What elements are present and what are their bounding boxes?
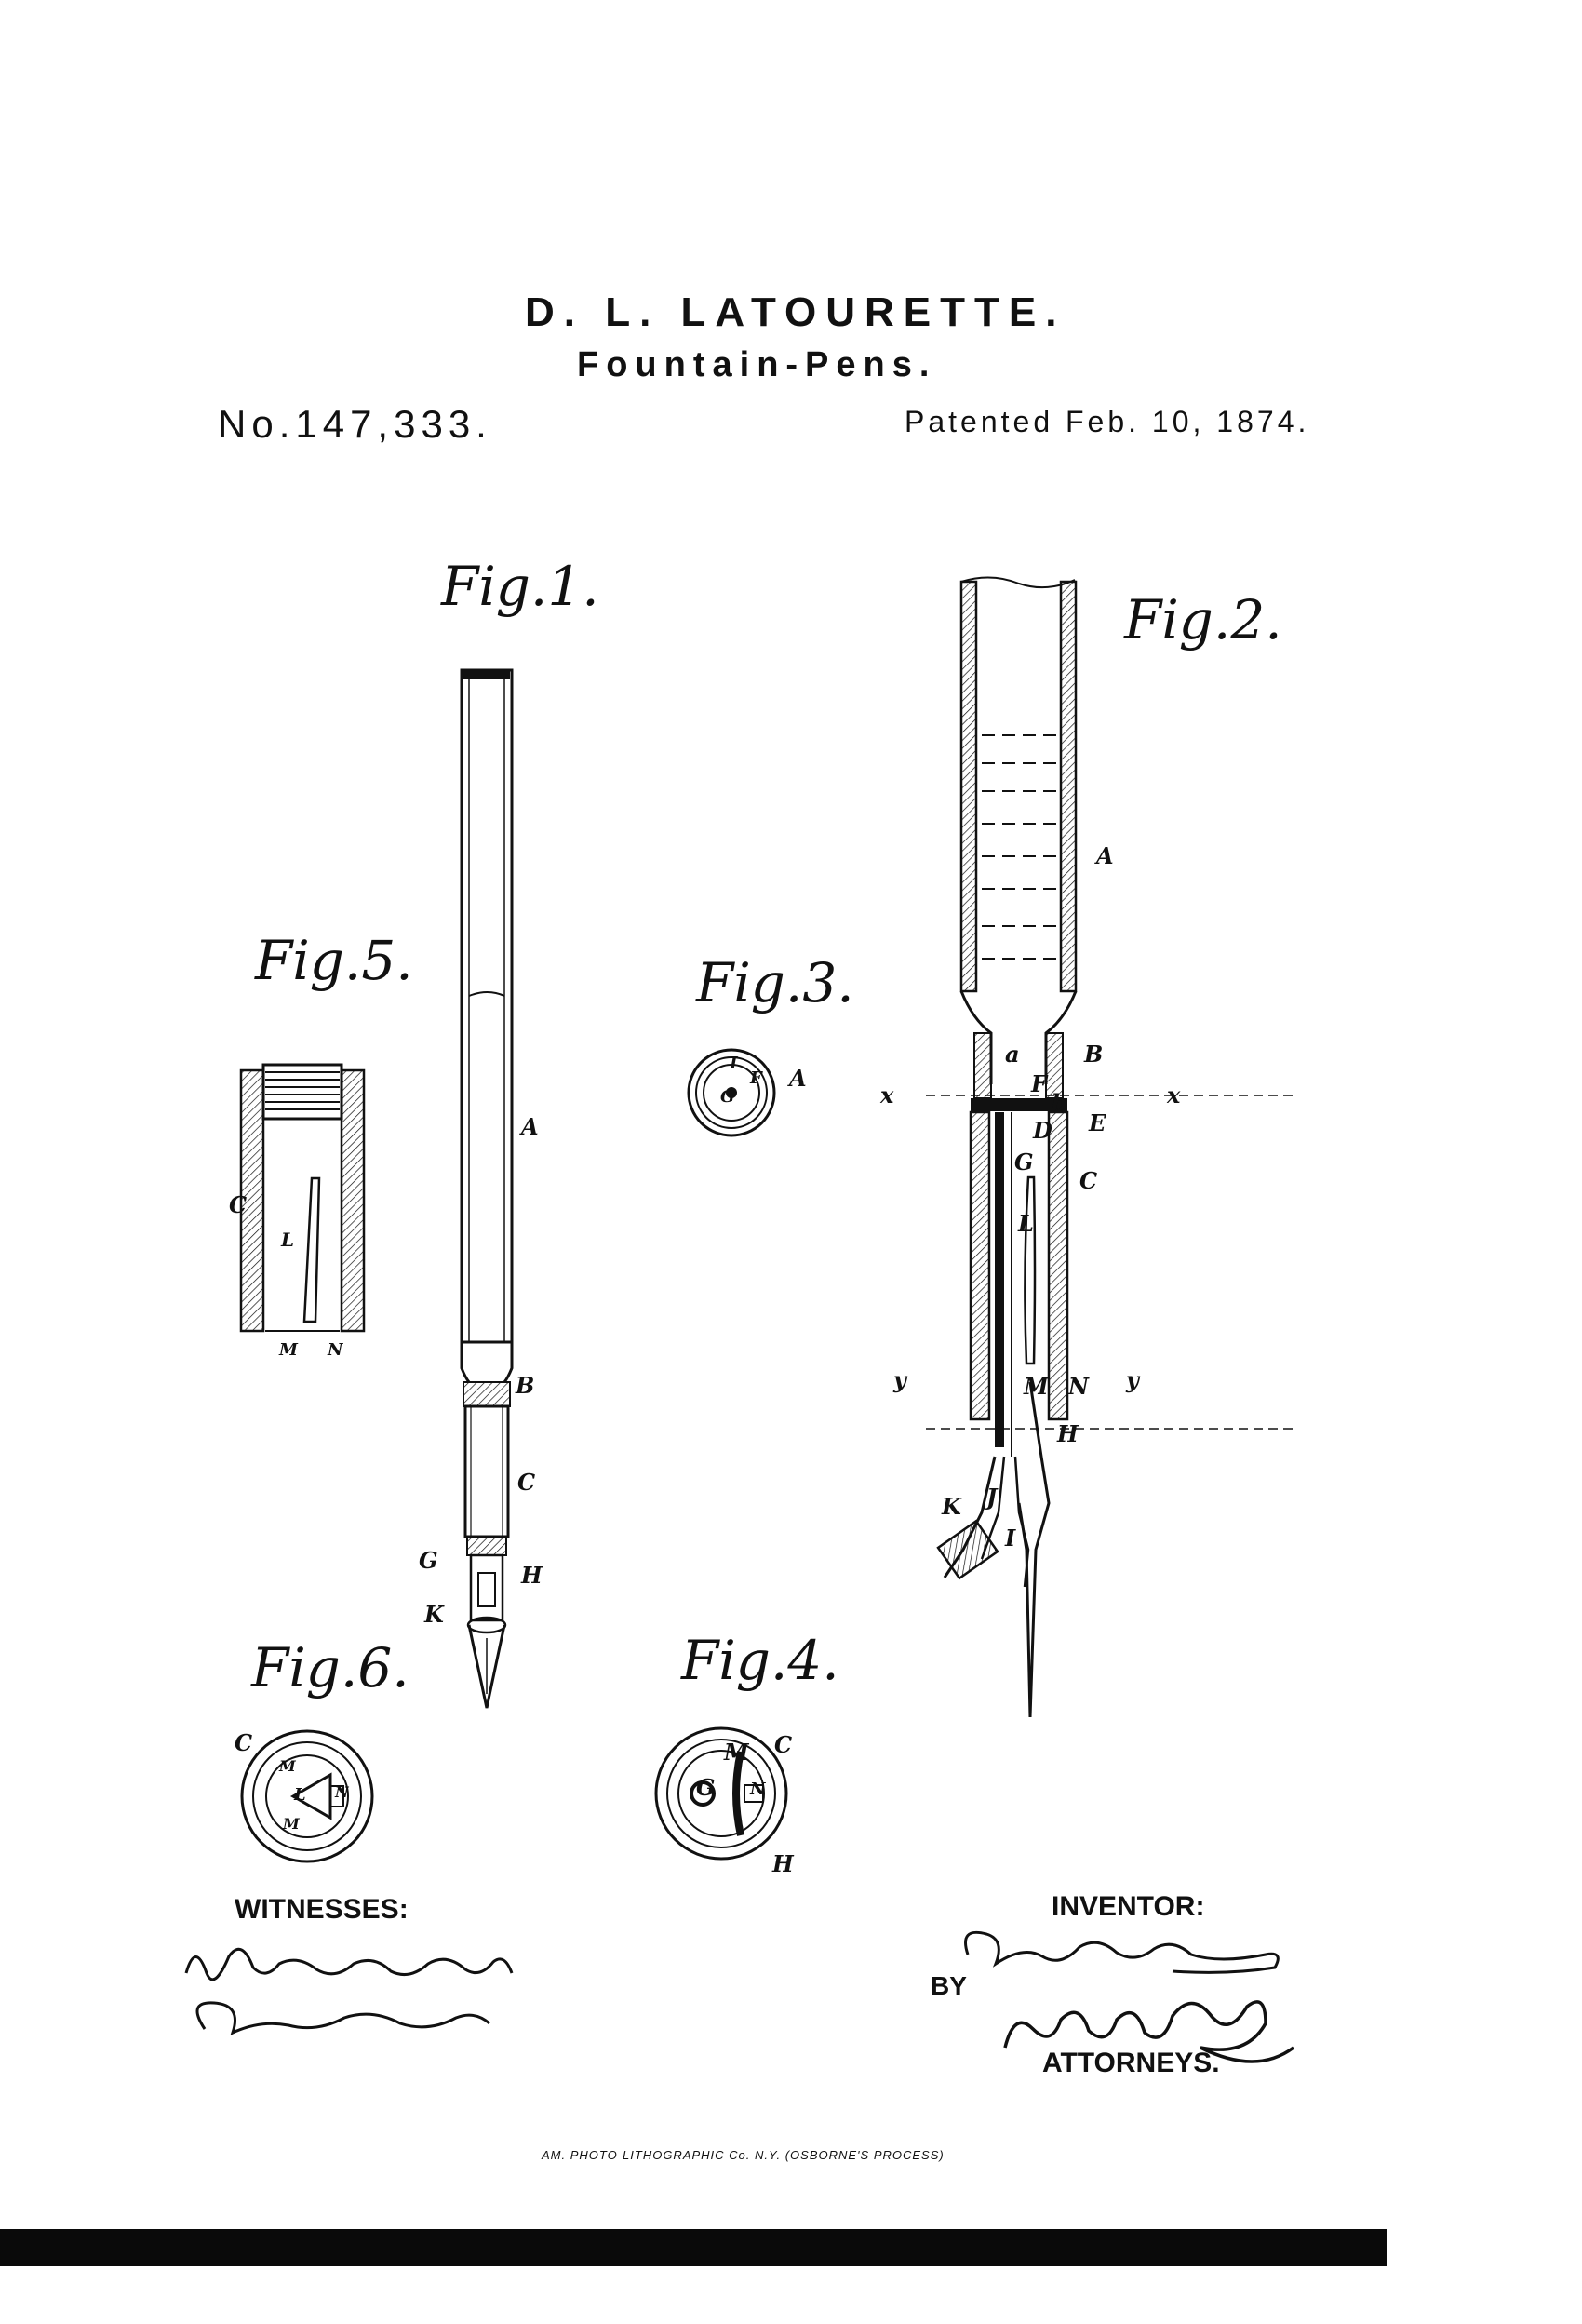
fig4-part-C: C	[774, 1731, 793, 1758]
fig4-drawing	[654, 1726, 788, 1861]
witness-signatures	[184, 1947, 514, 2035]
fig2-part-N: N	[1068, 1373, 1089, 1400]
fig2-part-F: F	[1031, 1070, 1048, 1097]
lithographer-imprint: AM. PHOTO-LITHOGRAPHIC Co. N.Y. (OSBORNE…	[542, 2148, 945, 2162]
fig2-part-D: D	[1033, 1117, 1052, 1144]
fig2-part-H: H	[1057, 1420, 1079, 1447]
fig5-drawing	[239, 1063, 366, 1333]
fig6-part-M1: M	[279, 1757, 296, 1775]
fig2-part-x2: x	[1167, 1081, 1181, 1108]
fig2-part-J: J	[986, 1484, 998, 1511]
fig2-part-C: C	[1079, 1167, 1098, 1194]
inventor-label: INVENTOR:	[1052, 1891, 1205, 1922]
fig2-part-x1: x	[880, 1081, 894, 1108]
fig6-part-M2: M	[283, 1815, 300, 1833]
witnesses-label: WITNESSES:	[235, 1894, 409, 1925]
fig5-part-C: C	[229, 1191, 248, 1218]
fig2-part-a: a	[1005, 1041, 1020, 1068]
fig6-part-L: L	[294, 1785, 306, 1805]
fig1-part-A: A	[521, 1113, 539, 1140]
fig6-part-N: N	[335, 1783, 349, 1801]
fig3-part-F: F	[750, 1068, 762, 1088]
fig1-part-H: H	[521, 1562, 543, 1589]
fig2-part-y1: y	[893, 1366, 906, 1393]
fig2-part-A: A	[1096, 842, 1114, 869]
patent-number: No.147,333.	[218, 402, 492, 446]
fig1-part-G: G	[419, 1547, 438, 1574]
fig3-drawing	[687, 1048, 776, 1137]
fig1-drawing	[460, 668, 514, 1709]
fig4-part-N: N	[750, 1780, 766, 1799]
fig2-part-B: B	[1084, 1041, 1104, 1068]
fig4-part-M: M	[724, 1739, 749, 1766]
patent-date: Patented Feb. 10, 1874.	[905, 405, 1310, 438]
fig2-part-L: L	[1018, 1210, 1034, 1237]
fig2-part-b: b	[1052, 1089, 1067, 1116]
fig4-part-H: H	[772, 1850, 794, 1877]
attorneys-label: ATTORNEYS.	[1042, 2048, 1220, 2078]
fig2-label: Fig.2.	[1124, 588, 1282, 652]
fig5-label: Fig.5.	[255, 929, 413, 992]
fig2-part-G: G	[1014, 1149, 1034, 1175]
fig2-part-M: M	[1024, 1373, 1049, 1400]
by-label: BY	[931, 1971, 967, 2000]
fig2-part-I: I	[1005, 1525, 1016, 1552]
bottom-scan-bar	[0, 2229, 1387, 2266]
fig1-label: Fig.1.	[441, 555, 599, 618]
fig4-part-G: G	[696, 1774, 716, 1801]
fig3-part-A: A	[789, 1065, 807, 1092]
fig2-part-y2: y	[1126, 1366, 1139, 1393]
inventor-name: D. L. LATOURETTE.	[525, 289, 1066, 335]
fig1-part-K: K	[424, 1601, 444, 1628]
inventor-and-attorney-signatures	[964, 1930, 1295, 2063]
fig1-part-B: B	[516, 1372, 535, 1399]
fig5-part-M: M	[279, 1340, 298, 1360]
fig2-drawing	[926, 576, 1298, 1718]
fig6-label: Fig.6.	[251, 1636, 409, 1699]
fig3-label: Fig.3.	[696, 951, 854, 1014]
fig5-part-L: L	[281, 1229, 295, 1251]
fig6-drawing	[240, 1729, 374, 1863]
fig3-part-G: G	[720, 1087, 735, 1107]
fig4-label: Fig.4.	[681, 1629, 839, 1692]
patent-title: Fountain-Pens.	[577, 345, 937, 384]
fig3-part-I: I	[730, 1054, 738, 1073]
fig2-part-K: K	[942, 1493, 961, 1520]
fig2-part-E: E	[1089, 1109, 1106, 1136]
fig6-part-C: C	[235, 1729, 253, 1756]
fig1-part-C: C	[517, 1469, 536, 1496]
fig5-part-N: N	[328, 1340, 343, 1360]
